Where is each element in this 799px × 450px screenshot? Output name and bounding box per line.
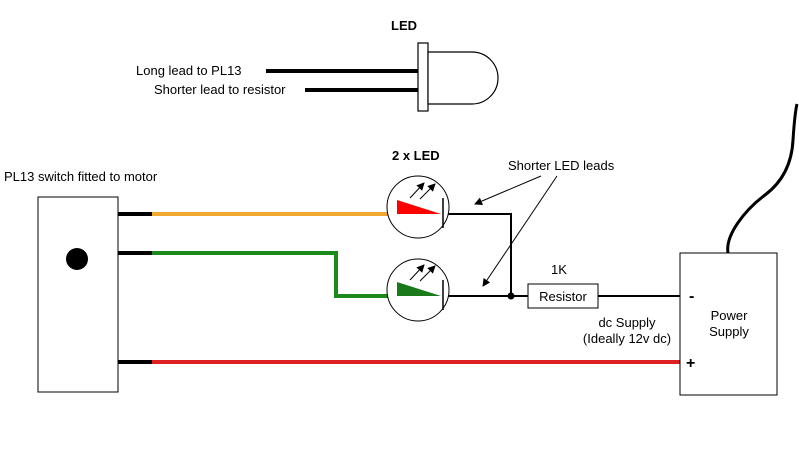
- led-icon: [417, 42, 499, 112]
- psu-label-line2: Supply: [709, 324, 749, 339]
- power-supply-box: [679, 252, 778, 396]
- resistor-label: Resistor: [539, 289, 587, 304]
- switch-knob: [66, 248, 88, 270]
- shorter-leads-label: Shorter LED leads: [508, 158, 615, 173]
- resistor-value: 1K: [551, 262, 567, 277]
- resistor-icon: [527, 283, 599, 309]
- leds-label: 2 x LED: [392, 148, 440, 163]
- long-lead-label: Long lead to PL13: [136, 63, 242, 78]
- green-wire: [152, 251, 397, 298]
- arrow-icon: [474, 175, 542, 205]
- supply-note-line2: (Ideally 12v dc): [583, 331, 671, 346]
- short-lead-label: Shorter lead to resistor: [154, 82, 286, 97]
- switch-label: PL13 switch fitted to motor: [4, 169, 158, 184]
- power-cable: [726, 103, 799, 254]
- led-icon: [386, 258, 450, 322]
- switch-box: [37, 196, 119, 393]
- led-title: LED: [391, 18, 417, 33]
- plus-sign: +: [686, 355, 695, 372]
- led-icon: [386, 175, 450, 239]
- junction-dot: [507, 292, 515, 300]
- psu-label-line1: Power: [711, 308, 749, 323]
- led-common-wire: [443, 213, 512, 296]
- supply-note-line1: dc Supply: [598, 315, 656, 330]
- minus-sign: -: [689, 288, 694, 305]
- arrow-icon: [482, 175, 558, 287]
